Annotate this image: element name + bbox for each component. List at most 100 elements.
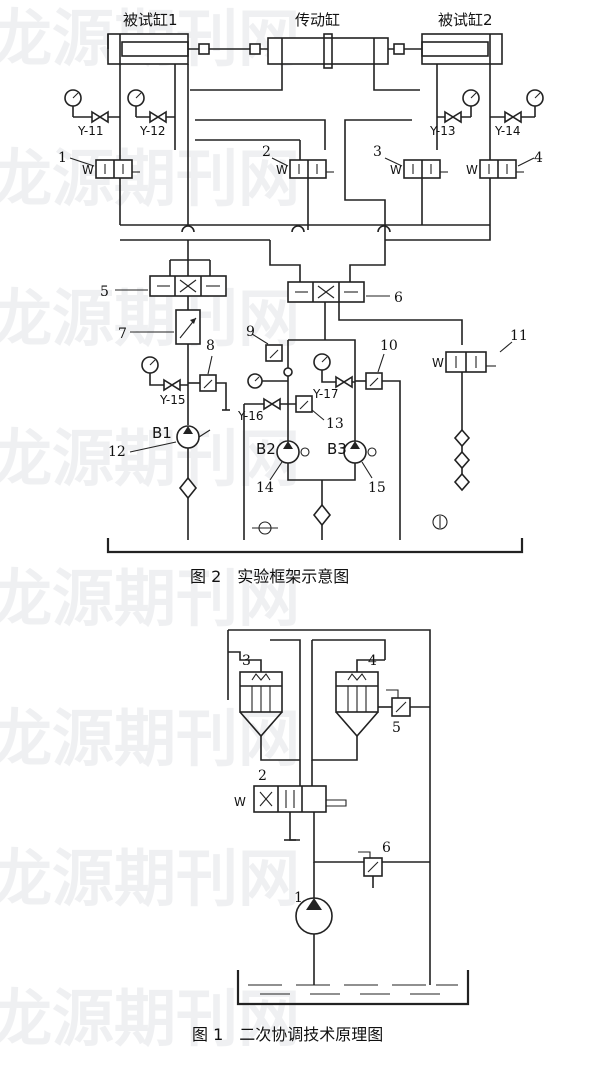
relief-valve-8 bbox=[199, 374, 217, 392]
check-valve bbox=[283, 367, 293, 377]
component-number-14: 14 bbox=[256, 480, 274, 496]
pump-label-b2: B2 bbox=[256, 440, 276, 458]
component-number-13: 13 bbox=[326, 416, 344, 432]
pressure-gauge bbox=[127, 89, 145, 117]
component-number-7: 7 bbox=[118, 326, 127, 342]
pump-b2 bbox=[276, 440, 310, 464]
svg-text:W: W bbox=[234, 795, 246, 809]
fig1-number-6: 6 bbox=[382, 840, 391, 856]
relief-valve-9 bbox=[265, 344, 283, 362]
coupling bbox=[198, 43, 210, 55]
valve-label-y12: Y-12 bbox=[139, 124, 166, 138]
pipe-crossover bbox=[377, 225, 391, 233]
component-number-15: 15 bbox=[368, 480, 386, 496]
drive-cylinder bbox=[267, 33, 389, 69]
valve-label-y17: Y-17 bbox=[312, 387, 339, 401]
svg-text:W: W bbox=[82, 163, 94, 177]
component-number-2: 2 bbox=[262, 144, 271, 160]
relief-valve-6 bbox=[358, 851, 383, 877]
oil-tank bbox=[236, 970, 470, 1006]
test-cylinder-2-label: 被试缸2 bbox=[438, 11, 493, 29]
filter bbox=[312, 503, 332, 527]
pressure-gauge bbox=[526, 89, 544, 117]
pressure-gauge bbox=[141, 356, 159, 374]
svg-text:W: W bbox=[390, 163, 402, 177]
throttle-valve-7 bbox=[175, 309, 201, 345]
valve-label-y16: Y-16 bbox=[237, 409, 264, 423]
component-number-8: 8 bbox=[206, 338, 215, 354]
pressure-gauge bbox=[64, 89, 82, 117]
needle-valve bbox=[444, 110, 455, 124]
pump-label-b3: B3 bbox=[327, 440, 347, 458]
accumulator-4 bbox=[335, 671, 379, 738]
component-number-11: 11 bbox=[510, 328, 528, 344]
directional-valve-2: W bbox=[234, 785, 347, 813]
watermark-text: 龙源期刊网 bbox=[0, 702, 300, 775]
figure-2-test-frame: 被试缸1 传动缸 被试缸2 bbox=[58, 11, 544, 586]
watermark-text: 龙源期刊网 bbox=[0, 422, 300, 495]
filter bbox=[453, 450, 471, 470]
watermark-text: 龙源期刊网 bbox=[0, 142, 300, 215]
fig1-number-3: 3 bbox=[242, 653, 251, 669]
needle-valve bbox=[163, 378, 174, 392]
svg-text:W: W bbox=[432, 356, 444, 370]
figure-2-caption: 图 2 实验框架示意图 bbox=[190, 567, 349, 586]
component-number-5: 5 bbox=[100, 284, 109, 300]
fig1-number-2: 2 bbox=[258, 768, 267, 784]
figure-1-caption: 图 1 二次协调技术原理图 bbox=[192, 1025, 383, 1044]
solenoid-valve-11: W bbox=[432, 351, 496, 373]
solenoid-valve-2: W bbox=[276, 159, 334, 179]
pump-b3 bbox=[343, 440, 377, 464]
solenoid-valve-4: W bbox=[466, 159, 524, 179]
pipe-crossover bbox=[291, 225, 305, 233]
needle-valve bbox=[504, 110, 515, 124]
component-number-4: 4 bbox=[534, 150, 543, 166]
pressure-gauge bbox=[313, 353, 331, 371]
component-number-9: 9 bbox=[246, 324, 255, 340]
drive-cylinder-label: 传动缸 bbox=[295, 11, 340, 29]
svg-text:W: W bbox=[466, 163, 478, 177]
fig1-number-4: 4 bbox=[368, 653, 377, 669]
pressure-gauge bbox=[247, 373, 263, 389]
needle-valve bbox=[263, 397, 274, 411]
watermark-layer: 龙源期刊网 龙源期刊网 龙源期刊网 龙源期刊网 龙源期刊网 龙源期刊网 龙源期刊… bbox=[0, 2, 300, 1055]
filter bbox=[453, 428, 471, 448]
test-cylinder-2 bbox=[421, 33, 503, 65]
relief-valve-5 bbox=[386, 689, 411, 717]
relief-valve-13 bbox=[295, 395, 313, 413]
pipe-crossover bbox=[181, 225, 195, 233]
directional-valve-5 bbox=[149, 275, 227, 297]
component-number-3: 3 bbox=[373, 144, 382, 160]
relief-valve-10 bbox=[365, 372, 383, 390]
valve-label-y14: Y-14 bbox=[494, 124, 521, 138]
figure-1-principle: 3 4 5 bbox=[192, 629, 470, 1044]
valve-label-y15: Y-15 bbox=[159, 393, 186, 407]
fig1-number-1: 1 bbox=[294, 890, 303, 906]
tank-heater-icon bbox=[252, 521, 278, 535]
component-number-12: 12 bbox=[108, 444, 126, 460]
test-cylinder-1-label: 被试缸1 bbox=[123, 11, 178, 29]
thermometer-icon bbox=[432, 514, 448, 530]
directional-valve-6 bbox=[287, 281, 365, 303]
test-cylinder-1 bbox=[107, 33, 189, 65]
coupling bbox=[249, 43, 261, 55]
solenoid-valve-3: W bbox=[390, 159, 448, 179]
fig1-number-5: 5 bbox=[392, 720, 401, 736]
watermark-text: 龙源期刊网 bbox=[0, 562, 300, 635]
needle-valve bbox=[149, 110, 160, 124]
watermark-text: 龙源期刊网 bbox=[0, 982, 300, 1055]
needle-valve bbox=[335, 375, 346, 389]
component-number-6: 6 bbox=[394, 290, 403, 306]
svg-text:W: W bbox=[276, 163, 288, 177]
pump-label-b1: B1 bbox=[152, 424, 172, 442]
watermark-text: 龙源期刊网 bbox=[0, 842, 300, 915]
solenoid-valve-1: W bbox=[82, 159, 140, 179]
filter bbox=[453, 472, 471, 492]
valve-label-y13: Y-13 bbox=[429, 124, 456, 138]
valve-label-y11: Y-11 bbox=[77, 124, 104, 138]
coupling bbox=[393, 43, 405, 55]
component-number-10: 10 bbox=[380, 338, 398, 354]
pressure-gauge bbox=[462, 89, 480, 117]
